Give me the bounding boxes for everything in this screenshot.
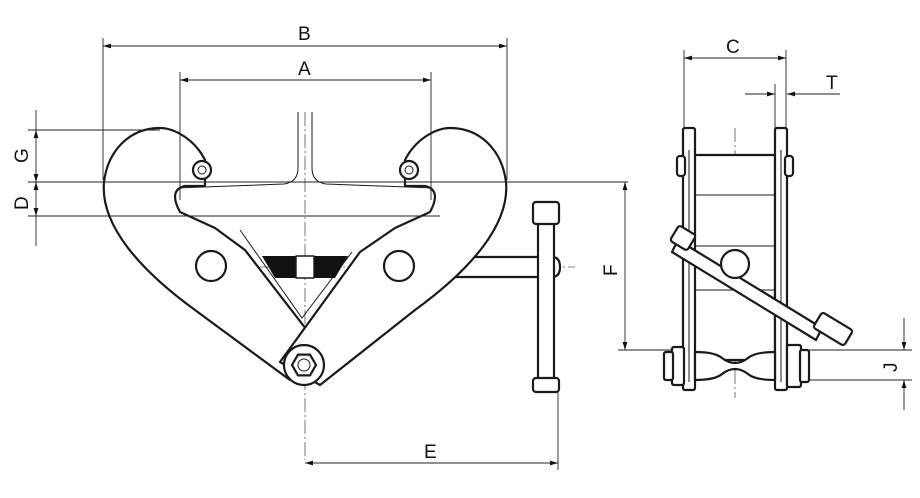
label-t: T [826, 73, 838, 94]
beam-web-right [311, 112, 435, 189]
beam-web-left [175, 112, 299, 189]
right-jaw-hole [382, 249, 416, 283]
tommy-bar-cap-bottom [531, 376, 561, 394]
front-dimensions: B A G D E F [12, 24, 680, 470]
pivot-bolt [282, 343, 326, 387]
label-a: A [298, 59, 311, 80]
label-e: E [424, 442, 437, 463]
hatched-spacer [262, 255, 348, 279]
label-b: B [298, 24, 311, 45]
side-pin-head [719, 248, 751, 280]
label-c: C [726, 37, 740, 58]
screw-spindle [453, 200, 562, 394]
tommy-bar [536, 208, 556, 390]
right-rivet [398, 159, 420, 181]
label-g: G [12, 148, 33, 163]
left-rivet [191, 159, 213, 181]
label-d: D [12, 196, 33, 210]
side-screw-bar [669, 225, 854, 346]
side-pivot-bolt [662, 343, 811, 389]
side-dimensions: C T J [683, 37, 912, 410]
front-view [102, 112, 575, 460]
tommy-bar-cap-top [531, 200, 561, 226]
side-view [662, 126, 854, 398]
label-j: J [881, 363, 902, 373]
left-jaw-hole [194, 249, 228, 283]
label-f: F [601, 264, 622, 276]
